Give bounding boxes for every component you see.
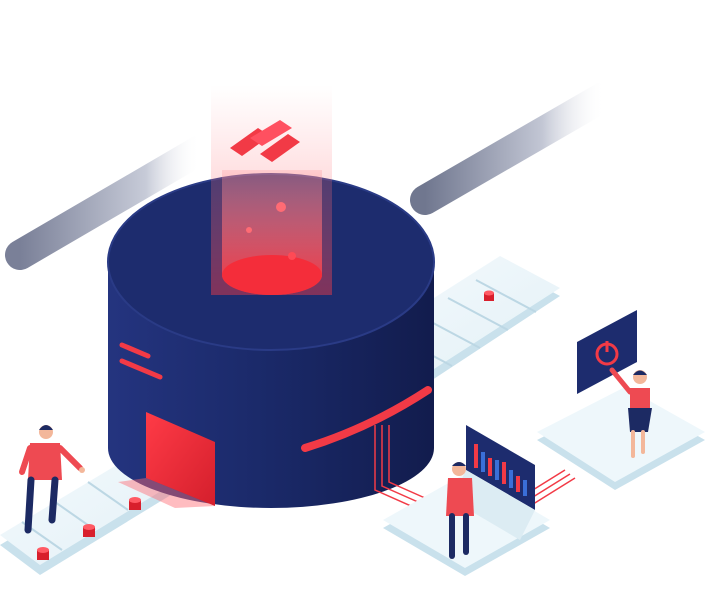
bar-chart-icon — [474, 444, 527, 496]
vent-slits — [119, 342, 163, 380]
left-pipe — [5, 135, 215, 270]
person-analyst — [446, 462, 474, 559]
control-panel — [577, 310, 637, 394]
person-presenter — [19, 425, 85, 534]
conveyor-item — [129, 497, 141, 510]
machine-door — [118, 412, 215, 508]
main-cylinder — [107, 173, 435, 508]
power-icon — [595, 341, 619, 366]
data-wires — [374, 425, 576, 511]
conveyor-item — [37, 547, 49, 560]
control-platform — [537, 310, 705, 490]
indicator-slot — [301, 386, 432, 452]
conveyor-item — [83, 524, 95, 537]
logo-mark-icon — [230, 120, 300, 162]
light-beam — [211, 85, 332, 295]
conveyor-item — [484, 290, 494, 301]
person-operator — [609, 367, 652, 458]
right-pipe — [410, 81, 620, 215]
dashboard-screen — [452, 425, 535, 540]
